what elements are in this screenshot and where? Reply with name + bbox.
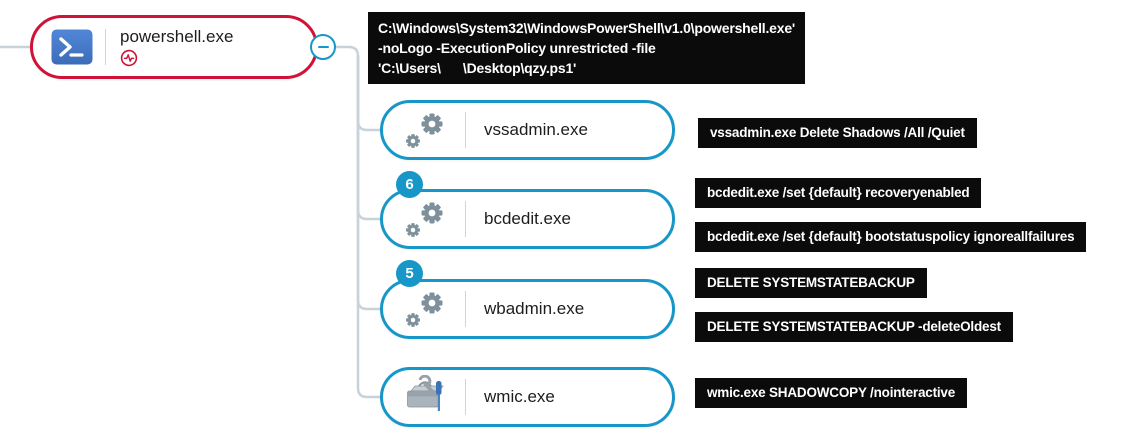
gears-icon — [401, 108, 453, 152]
process-name: wmic.exe — [484, 387, 555, 406]
powershell-icon — [51, 29, 93, 65]
process-name: wbadmin.exe — [484, 299, 585, 318]
command-line-powershell: C:\Windows\System32\WindowsPowerShell\v1… — [368, 12, 806, 84]
divider — [105, 29, 106, 65]
process-count-badge[interactable]: 5 — [396, 260, 423, 287]
process-node-bcdedit[interactable]: bcdedit.exe — [380, 189, 675, 249]
process-name: powershell.exe — [120, 26, 234, 46]
command-line-bcdedit-1: bcdedit.exe /set {default} recoveryenabl… — [695, 178, 982, 208]
divider — [465, 379, 466, 415]
command-line-wbadmin-2: DELETE SYSTEMSTATEBACKUP -deleteOldest — [695, 312, 1013, 342]
process-node-wmic[interactable]: wmic.exe — [380, 367, 675, 427]
process-node-powershell[interactable]: powershell.exe — [30, 15, 318, 79]
gears-icon — [401, 287, 453, 331]
process-count-badge[interactable]: 6 — [396, 171, 423, 198]
minus-icon — [317, 45, 329, 49]
process-name: bcdedit.exe — [484, 209, 571, 228]
command-line-bcdedit-2: bcdedit.exe /set {default} bootstatuspol… — [695, 222, 1087, 252]
gears-icon — [401, 197, 453, 241]
process-name: vssadmin.exe — [484, 120, 588, 139]
process-node-vssadmin[interactable]: vssadmin.exe — [380, 100, 675, 160]
command-line-wbadmin-1: DELETE SYSTEMSTATEBACKUP — [695, 268, 927, 298]
divider — [465, 201, 466, 237]
command-line-vssadmin: vssadmin.exe Delete Shadows /All /Quiet — [698, 118, 977, 148]
divider — [465, 291, 466, 327]
malicious-activity-pulse-icon — [120, 49, 233, 67]
command-line-wmic: wmic.exe SHADOWCOPY /nointeractive — [695, 378, 968, 408]
minus-collapse-button[interactable] — [310, 34, 336, 60]
toolbox-icon — [401, 375, 453, 419]
process-node-wbadmin[interactable]: wbadmin.exe — [380, 279, 675, 339]
divider — [465, 112, 466, 148]
